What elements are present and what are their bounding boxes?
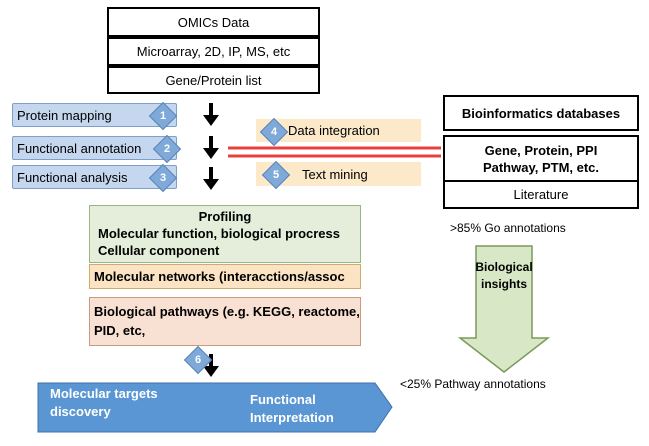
profiling-line-1: Molecular function, biological procress (98, 226, 340, 241)
step-functional-annotation-label: Functional annotation (17, 140, 142, 156)
molecular-targets-line-1: Molecular targets (50, 386, 158, 401)
profiling-title: Profiling (198, 209, 252, 224)
step-functional-annotation: Functional annotation (12, 136, 177, 160)
omics-platforms-label: Microarray, 2D, IP, MS, etc (136, 44, 291, 59)
pathway-annotations-note: <25% Pathway annotations (400, 377, 546, 391)
functional-interpretation-line-2: Interpretation (250, 410, 334, 425)
insights-line-1: Biological (475, 260, 533, 274)
literature-box: Literature (443, 182, 639, 209)
data-integration-label: Data integration (288, 123, 380, 138)
data-integration-box: Data integration (256, 119, 421, 142)
functional-interpretation-line-1: Functional (250, 392, 316, 407)
biological-insights-label: Biological insights (475, 258, 533, 294)
text-mining-label: Text mining (302, 166, 368, 182)
insights-line-2: insights (480, 277, 527, 291)
profiling-box: Profiling Molecular function, biological… (89, 205, 361, 263)
step-protein-mapping-label: Protein mapping (17, 107, 112, 123)
biological-pathways-line-1: Biological pathways (e.g. KEGG, reactome… (94, 304, 360, 319)
bottom-output-arrow-shape (37, 382, 393, 433)
functional-interpretation-label: Functional Interpretation (250, 391, 370, 431)
databases-line-2: Pathway, PTM, etc. (482, 159, 600, 175)
profiling-line-2: Cellular component (98, 243, 220, 258)
molecular-networks-box: Molecular networks (interacctions/assoc (89, 264, 361, 289)
omics-platforms-box: Microarray, 2D, IP, MS, etc (107, 37, 320, 66)
go-annotations-note: >85% Go annotations (450, 221, 566, 235)
biological-insights-arrow-icon (457, 245, 551, 373)
molecular-targets-line-2: discovery (50, 404, 111, 419)
molecular-networks-label: Molecular networks (interacctions/assoc (94, 269, 345, 284)
omics-data-box: OMICs Data (107, 7, 320, 37)
databases-list-box: Gene, Protein, PPI Pathway, PTM, etc. (443, 135, 639, 182)
literature-label: Literature (513, 187, 569, 202)
molecular-targets-label: Molecular targets discovery (50, 385, 210, 429)
down-arrow-icon (203, 103, 219, 126)
bioinformatics-databases-box: Bioinformatics databases (443, 95, 639, 131)
omics-data-label: OMICs Data (177, 14, 250, 30)
down-arrow-icon (203, 136, 219, 159)
databases-line-1: Gene, Protein, PPI (484, 142, 598, 158)
gene-list-box: Gene/Protein list (107, 66, 320, 94)
gene-list-label: Gene/Protein list (165, 72, 262, 88)
bioinformatics-databases-label: Bioinformatics databases (461, 105, 621, 121)
down-arrow-icon (203, 167, 219, 190)
biological-pathways-line-2: PID, etc, (94, 323, 146, 338)
step-functional-analysis-label: Functional analysis (17, 169, 128, 185)
biological-pathways-box: Biological pathways (e.g. KEGG, reactome… (89, 297, 361, 346)
